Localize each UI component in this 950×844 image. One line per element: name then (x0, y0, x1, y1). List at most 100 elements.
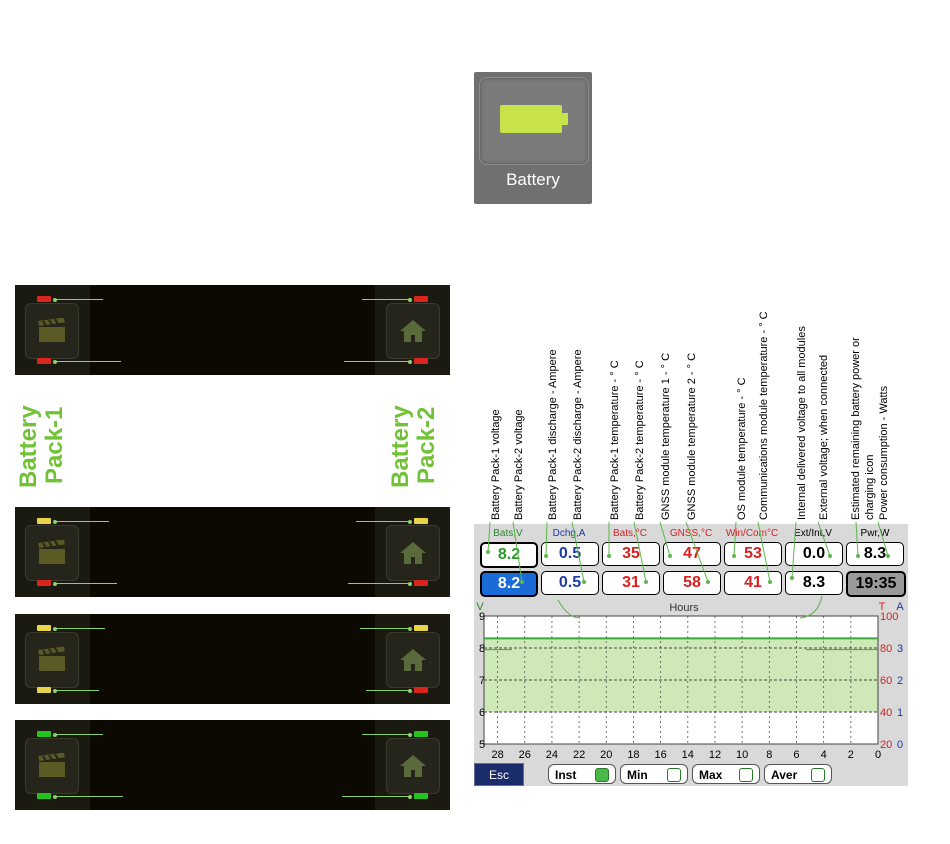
annotation-label: GNSS module temperature 1 - ° C (660, 352, 672, 520)
min-option[interactable]: Min (620, 764, 688, 784)
x-tick-label: 8 (766, 749, 772, 761)
x-tick-label: 16 (654, 749, 666, 761)
aver-option[interactable]: Aver (764, 764, 832, 784)
bat2-temp-value[interactable]: 31 (602, 571, 660, 595)
battery-fill-area (484, 638, 878, 712)
pack-1-led-leader (53, 626, 105, 631)
annotation-label: Internal delivered voltage to all module… (796, 326, 808, 520)
x-tick-label: 26 (519, 749, 531, 761)
bat2-discharge-value[interactable]: 0.5 (541, 571, 599, 595)
right-axis-temp-label: T (879, 601, 886, 613)
remaining-time-value[interactable]: 19:35 (846, 571, 906, 597)
pack-2-led-leader (360, 626, 412, 631)
pack-1-led-leader (53, 581, 117, 586)
strip-right-panel (375, 507, 450, 597)
clapperboard-button[interactable] (25, 303, 79, 359)
gnss1-temp-value[interactable]: 47 (663, 542, 721, 566)
battery-app-label: Battery (506, 170, 560, 189)
annotation-label: Estimated remaining battery power or (850, 337, 862, 520)
annotation-label: Battery Pack-2 temperature - ° C (634, 360, 646, 520)
device-strip-3 (15, 614, 450, 704)
min-checkbox[interactable] (667, 768, 681, 782)
annotation-label: Battery Pack-1 temperature - ° C (609, 360, 621, 520)
ext-voltage-value[interactable]: 0.0 (785, 542, 843, 566)
pack-1-led (37, 731, 51, 737)
header-bats-v: Bats,V (493, 528, 523, 539)
pack-2-led (414, 731, 428, 737)
inst-option[interactable]: Inst (548, 764, 616, 784)
bat2-voltage-value[interactable]: 8.2 (480, 571, 538, 597)
pack-1-label-line2: Pack-1 (41, 406, 68, 484)
home-button[interactable] (386, 738, 440, 794)
device-strip-1 (15, 285, 450, 375)
y-left-tick-label: 7 (479, 675, 485, 687)
battery-icon-tile (479, 77, 589, 165)
header-pwr-w: Pwr,W (860, 528, 890, 539)
pack-1-led (37, 296, 51, 302)
clapperboard-icon (38, 647, 65, 671)
x-tick-label: 0 (875, 749, 881, 761)
pack-2-led-leader (348, 581, 412, 586)
home-button[interactable] (386, 525, 440, 581)
pack-1-led (37, 793, 51, 799)
clapperboard-icon (38, 318, 65, 342)
pack-2-led-leader (362, 297, 412, 302)
annotation-label: Battery Pack-2 discharge - Ampere (572, 349, 584, 520)
y-left-tick-label: 6 (479, 707, 485, 719)
annotation-label: Communications module temperature - ° C (758, 311, 770, 520)
gnss2-temp-value[interactable]: 58 (663, 571, 721, 595)
esc-button[interactable]: Esc (474, 763, 524, 786)
pack-2-led (414, 358, 428, 364)
pack-2-led (414, 687, 428, 693)
annotation-label: Power consumption - Watts (878, 385, 890, 520)
power-consumption-value[interactable]: 8.3 (846, 542, 904, 566)
os-temp-value[interactable]: 53 (724, 542, 782, 566)
max-option[interactable]: Max (692, 764, 760, 784)
pack-1-led (37, 518, 51, 524)
home-button[interactable] (386, 303, 440, 359)
annotation-label: Battery Pack-2 voltage (513, 409, 525, 520)
aver-checkbox[interactable] (811, 768, 825, 782)
header-win-com-c: Win/Com°C (725, 528, 779, 539)
clapperboard-button[interactable] (25, 632, 79, 688)
y-left-tick-label: 9 (479, 611, 485, 623)
pack-2-led (414, 518, 428, 524)
y-right-temp-tick-label: 80 (880, 643, 892, 655)
inst-checkbox[interactable] (595, 768, 609, 782)
battery-app-icon[interactable]: Battery (474, 72, 592, 204)
min-label: Min (627, 768, 648, 782)
home-icon (400, 320, 426, 342)
y-right-amp-tick-label: 1 (897, 707, 903, 719)
pack-1-led-leader (53, 297, 103, 302)
annotation-label: charging icon (864, 454, 876, 520)
clapperboard-button[interactable] (25, 738, 79, 794)
max-checkbox[interactable] (739, 768, 753, 782)
x-tick-label: 6 (793, 749, 799, 761)
strip-left-panel (15, 614, 90, 704)
comms-temp-value[interactable]: 41 (724, 571, 782, 595)
bat1-temp-value[interactable]: 35 (602, 542, 660, 566)
device-strip-2 (15, 507, 450, 597)
home-icon (400, 542, 426, 564)
annotation-label: Battery Pack-1 discharge - Ampere (547, 349, 559, 520)
pack-2-led (414, 793, 428, 799)
home-icon (400, 755, 426, 777)
pack-1-led-leader (53, 519, 109, 524)
pack-1-led-leader (53, 688, 99, 693)
home-button[interactable] (386, 632, 440, 688)
pack-1-led (37, 687, 51, 693)
y-left-tick-label: 8 (479, 643, 485, 655)
y-right-temp-tick-label: 40 (880, 707, 892, 719)
int-voltage-value[interactable]: 8.3 (785, 571, 843, 595)
clapperboard-button[interactable] (25, 525, 79, 581)
bat1-voltage-value[interactable]: 8.2 (480, 542, 538, 568)
annotation-label: GNSS module temperature 2 - ° C (686, 352, 698, 520)
strip-left-panel (15, 285, 90, 375)
bat1-discharge-value[interactable]: 0.5 (541, 542, 599, 566)
pack-2-label-line2: Pack-2 (413, 406, 440, 484)
y-right-temp-tick-label: 20 (880, 739, 892, 751)
y-right-temp-tick-label: 60 (880, 675, 892, 687)
inst-label: Inst (555, 768, 577, 782)
plot-border (483, 615, 879, 745)
